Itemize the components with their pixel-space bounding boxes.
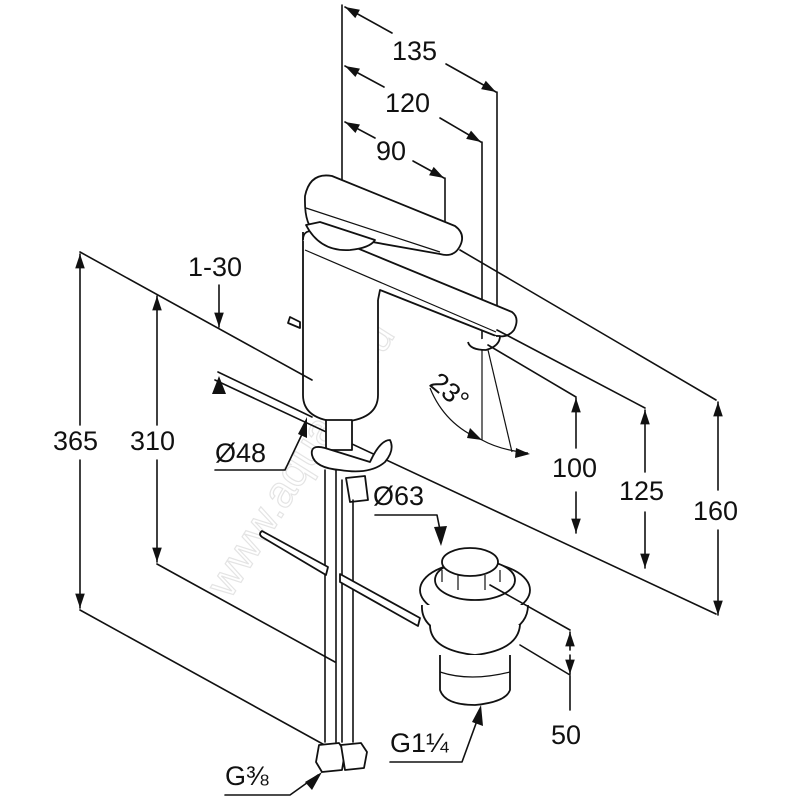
supply-thread-arrow: [305, 772, 322, 790]
ext-lever-top: [459, 249, 717, 401]
ext-deck-underside: [217, 371, 313, 418]
dim-135-label: 135: [392, 36, 437, 66]
popup-waste: 50: [419, 547, 581, 750]
dim-deck-label: 1-30: [188, 252, 242, 282]
dim-310-label: 310: [130, 426, 175, 456]
ext-spout-top: [496, 329, 646, 409]
waste-thread-arrow: [472, 705, 483, 726]
ext-top-left: [79, 251, 313, 381]
dim-120-label: 120: [385, 88, 430, 118]
ext-spout-outlet: [487, 344, 577, 398]
angle-annotation: 23°: [424, 349, 530, 458]
waste-diameter-leader: [374, 514, 441, 531]
waste-tail: [439, 655, 511, 706]
waste-thread-leader: [389, 717, 479, 763]
dim-90-label: 90: [376, 136, 406, 166]
body-diameter-leader: [214, 429, 305, 471]
waste-diameter-label: Ø63: [373, 481, 424, 511]
dim-90-arrow-right: [412, 160, 445, 179]
dim-deck-arrow-bottom: [212, 376, 226, 394]
deck-baseline: [214, 379, 717, 615]
right-dimensions: 100 125 160: [214, 249, 738, 616]
lever-edge: [305, 207, 441, 253]
dim-125-label: 125: [619, 476, 664, 506]
angle-arrow-right: [515, 448, 530, 458]
threaded-shank: [325, 419, 353, 451]
faucet-body: [287, 174, 518, 423]
dim-120-arrow-right: [439, 117, 482, 143]
waste-plug-cap: [441, 547, 499, 577]
dim-100-label: 100: [552, 453, 597, 483]
body-diameter-label: Ø48: [215, 438, 266, 468]
angle-inclined-line: [487, 349, 513, 453]
ext-50-bottom: [519, 644, 571, 676]
dim-365-label: 365: [53, 426, 98, 456]
waste-diameter-arrow: [434, 526, 447, 546]
ext-50-top: [489, 584, 571, 631]
dim-90-arrow-left: [344, 121, 376, 139]
dim-50-label: 50: [551, 720, 581, 750]
angle-arrow-left: [467, 428, 482, 440]
dim-135-arrow-right: [445, 63, 497, 93]
waste-thread-label: G1¼: [390, 728, 449, 758]
waste-body-ring-2: [429, 624, 521, 656]
hose-fitting-2: [340, 742, 368, 771]
fixing-nut: [345, 475, 369, 503]
body-diameter-arrow: [298, 417, 307, 438]
ext-365-bottom: [79, 609, 331, 749]
waste-tail-ring: [439, 671, 511, 678]
dim-120-arrow-left: [344, 65, 385, 88]
handle-base: [305, 221, 376, 251]
left-dimensions: 365 310 1-30: [53, 251, 336, 749]
spout-edge: [304, 249, 497, 333]
ext-310-bottom: [156, 563, 336, 663]
waste-linkage-rod: [339, 573, 421, 627]
fixing-washer: [310, 439, 393, 473]
popup-pull-rod: [259, 530, 329, 576]
callouts: Ø48 Ø63 G⅜ G1¼: [214, 417, 483, 796]
angle-label: 23°: [424, 367, 475, 416]
dim-160-label: 160: [693, 496, 738, 526]
spout: [302, 230, 518, 338]
hose-fitting-1: [315, 742, 346, 773]
popup-rod-top: [287, 316, 301, 329]
supply-thread-label: G⅜: [225, 761, 269, 791]
under-deck-parts: [259, 419, 421, 773]
plug-ribs: [441, 570, 501, 590]
aerator: [467, 335, 501, 351]
dim-135-arrow-left: [344, 6, 393, 34]
